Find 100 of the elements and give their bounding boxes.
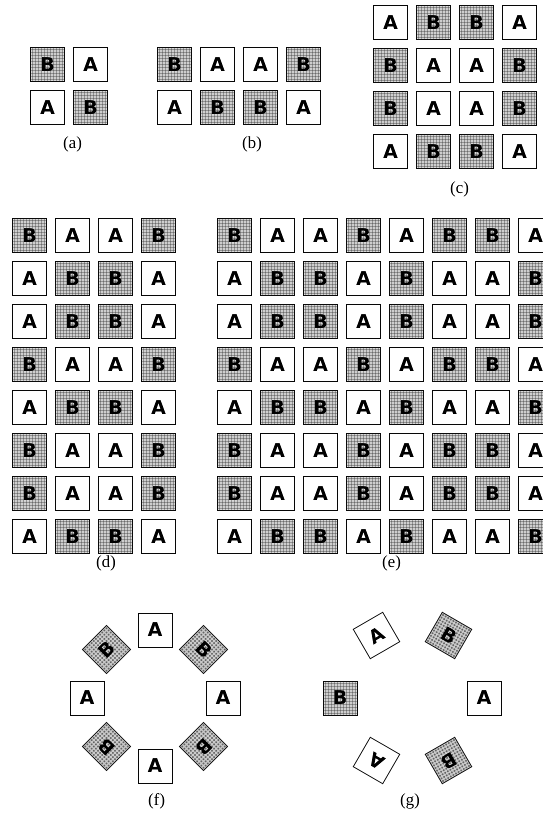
panel-caption: (g) [400, 790, 420, 810]
letter-tile: A [98, 433, 133, 468]
letter-tile: A [217, 304, 252, 339]
panel-caption: (e) [382, 552, 401, 572]
letter-tile: A [243, 47, 278, 82]
shaded-letter-tile: B [303, 390, 338, 425]
letter-tile: A [12, 261, 47, 296]
shaded-letter-tile: B [346, 347, 381, 382]
shaded-letter-tile: B [389, 390, 424, 425]
shaded-letter-tile: B [141, 218, 176, 253]
letter-tile: A [260, 347, 295, 382]
letter-tile: A [416, 91, 451, 126]
shaded-letter-tile: B [55, 304, 90, 339]
shaded-letter-tile: B [389, 304, 424, 339]
letter-tile: A [502, 5, 537, 40]
shaded-letter-tile: B [55, 261, 90, 296]
shaded-letter-tile: B [424, 736, 472, 784]
letter-tile: A [475, 261, 510, 296]
letter-tile: A [30, 90, 65, 125]
letter-tile: A [70, 680, 104, 716]
letter-tile: A [389, 433, 424, 468]
letter-tile: A [432, 390, 467, 425]
shaded-letter-tile: B [243, 90, 278, 125]
letter-tile: A [352, 736, 400, 784]
letter-tile: A [286, 90, 321, 125]
shaded-letter-tile: B [98, 519, 133, 554]
shaded-letter-tile: B [346, 218, 381, 253]
letter-tile: A [303, 347, 338, 382]
letter-tile: A [518, 347, 543, 382]
shaded-letter-tile: B [12, 347, 47, 382]
shaded-letter-tile: B [30, 47, 65, 82]
shaded-letter-tile: B [217, 347, 252, 382]
shaded-letter-tile: B [260, 261, 295, 296]
letter-tile: A [98, 218, 133, 253]
shaded-letter-tile: B [12, 476, 47, 511]
letter-tile: A [518, 476, 543, 511]
shaded-letter-tile: B [346, 476, 381, 511]
shaded-letter-tile: B [502, 48, 537, 83]
shaded-letter-tile: B [303, 304, 338, 339]
shaded-letter-tile: B [55, 390, 90, 425]
letter-tile: A [432, 519, 467, 554]
shaded-letter-tile: B [82, 721, 132, 771]
letter-tile: A [260, 433, 295, 468]
shaded-letter-tile: B [217, 476, 252, 511]
shaded-letter-tile: B [518, 390, 543, 425]
letter-tile: A [389, 476, 424, 511]
shaded-letter-tile: B [502, 91, 537, 126]
shaded-letter-tile: B [260, 519, 295, 554]
letter-tile: A [98, 347, 133, 382]
letter-tile: A [206, 680, 240, 716]
panel-caption: (b) [242, 133, 262, 153]
letter-tile: A [346, 261, 381, 296]
shaded-letter-tile: B [322, 680, 358, 716]
letter-tile: A [389, 347, 424, 382]
shaded-letter-tile: B [424, 612, 472, 660]
shaded-letter-tile: B [98, 261, 133, 296]
letter-tile: A [141, 261, 176, 296]
letter-tile: A [55, 218, 90, 253]
panel-caption: (f) [148, 790, 165, 810]
shaded-letter-tile: B [82, 625, 132, 675]
shaded-letter-tile: B [12, 218, 47, 253]
panel-caption: (a) [63, 133, 82, 153]
panel-caption: (d) [96, 552, 116, 572]
shaded-letter-tile: B [373, 48, 408, 83]
letter-tile: A [518, 218, 543, 253]
shaded-letter-tile: B [260, 304, 295, 339]
shaded-letter-tile: B [432, 347, 467, 382]
letter-tile: A [373, 134, 408, 169]
shaded-letter-tile: B [157, 47, 192, 82]
letter-tile: A [138, 748, 172, 784]
letter-tile: A [475, 519, 510, 554]
shaded-letter-tile: B [303, 261, 338, 296]
shaded-letter-tile: B [459, 134, 494, 169]
letter-tile: A [389, 218, 424, 253]
letter-tile: A [141, 519, 176, 554]
letter-tile: A [217, 261, 252, 296]
letter-tile: A [157, 90, 192, 125]
shaded-letter-tile: B [432, 218, 467, 253]
shaded-letter-tile: B [389, 519, 424, 554]
letter-tile: A [432, 304, 467, 339]
letter-tile: A [346, 304, 381, 339]
letter-tile: A [141, 304, 176, 339]
letter-tile: A [73, 47, 108, 82]
letter-tile: A [502, 134, 537, 169]
shaded-letter-tile: B [432, 476, 467, 511]
shaded-letter-tile: B [178, 625, 228, 675]
shaded-letter-tile: B [217, 433, 252, 468]
shaded-letter-tile: B [475, 218, 510, 253]
shaded-letter-tile: B [416, 5, 451, 40]
letter-tile: A [138, 612, 172, 648]
letter-tile: A [466, 680, 502, 716]
letter-tile: A [303, 433, 338, 468]
letter-tile: A [518, 433, 543, 468]
letter-tile: A [303, 218, 338, 253]
letter-tile: A [475, 390, 510, 425]
letter-tile: A [416, 48, 451, 83]
letter-tile: A [303, 476, 338, 511]
shaded-letter-tile: B [303, 519, 338, 554]
shaded-letter-tile: B [141, 476, 176, 511]
shaded-letter-tile: B [459, 5, 494, 40]
